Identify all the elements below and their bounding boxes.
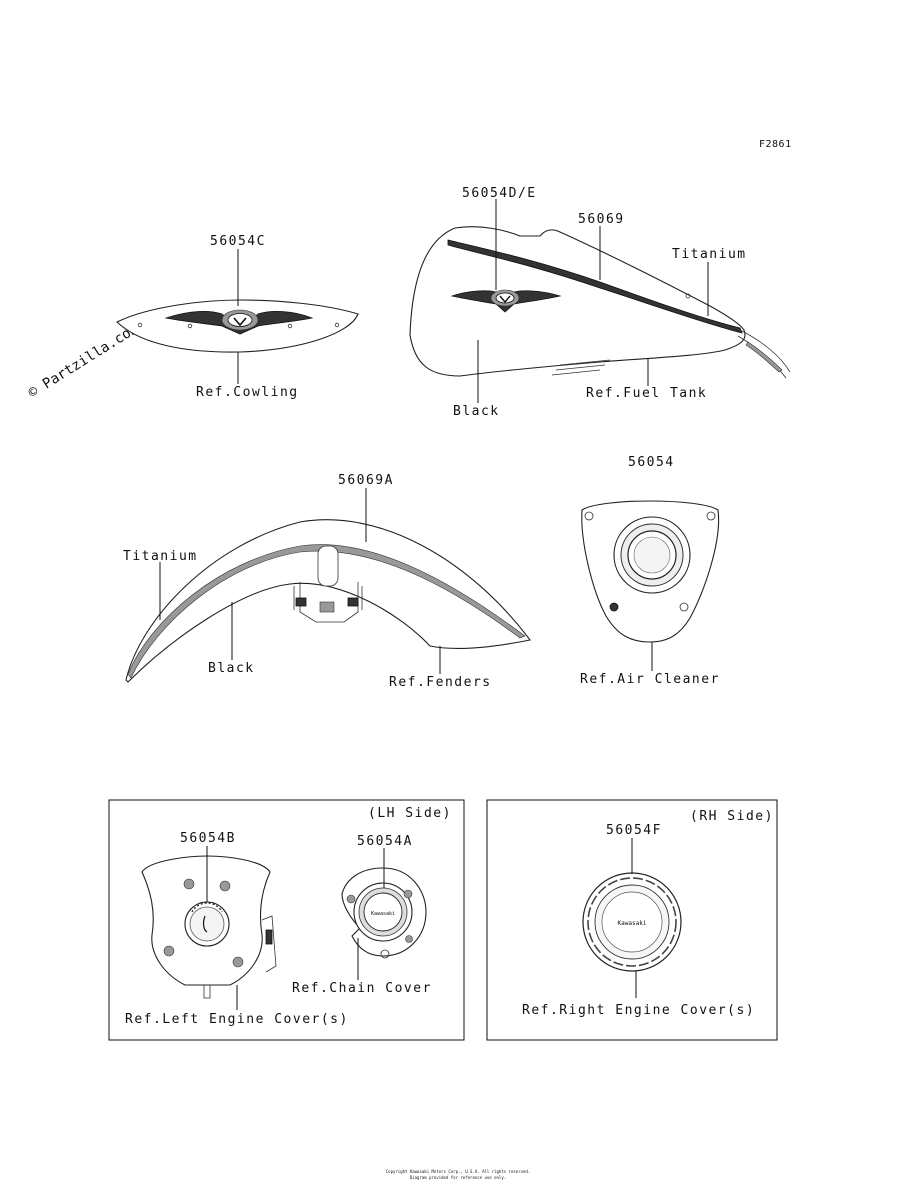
right-cover-ref-label: Ref.Right Engine Cover(s) bbox=[522, 1003, 755, 1018]
left-cover-ref-label: Ref.Left Engine Cover(s) bbox=[125, 1012, 349, 1027]
fender-ref-label: Ref.Fenders bbox=[389, 675, 492, 690]
air-cleaner-group: 56054 Ref.Air Cleaner bbox=[580, 455, 720, 687]
cowling-group: 56054C Ref.Cowling bbox=[116, 234, 359, 400]
footer-copyright-line-1: Copyright Kawasaki Motors Corp., U.S.A. … bbox=[386, 1169, 531, 1174]
tank-emblem-part-number: 56054D/E bbox=[462, 186, 537, 201]
rh-side-title: (RH Side) bbox=[690, 809, 774, 824]
tank-emblem bbox=[450, 289, 562, 313]
tank-ref-label: Ref.Fuel Tank bbox=[586, 386, 707, 401]
fender-titanium-label: Titanium bbox=[123, 549, 198, 564]
fender-part-number: 56069A bbox=[338, 473, 394, 488]
partzilla-watermark: © Partzilla.com bbox=[26, 321, 142, 402]
rh-side-box: (RH Side) Kawasaki 56054F Ref.Right Engi… bbox=[486, 799, 778, 1041]
chain-cover-part-number: 56054A bbox=[357, 834, 413, 849]
cowling-emblem bbox=[164, 309, 314, 335]
cowling-part-number: 56054C bbox=[210, 234, 266, 249]
fuel-tank-group: 56054D/E 56069 Titanium Black Ref.Fuel T… bbox=[409, 186, 791, 419]
tank-stripe bbox=[447, 239, 743, 334]
tank-titanium-label: Titanium bbox=[672, 247, 747, 262]
lh-side-title: (LH Side) bbox=[368, 806, 452, 821]
tank-black-label: Black bbox=[453, 404, 500, 419]
fender-shape bbox=[125, 519, 531, 683]
fuel-tank-shape bbox=[409, 226, 746, 377]
footer-copyright-line-2: Diagram provided for reference use only. bbox=[410, 1175, 506, 1180]
tank-stripe-part-number: 56069 bbox=[578, 212, 625, 227]
air-cleaner-ref-label: Ref.Air Cleaner bbox=[580, 672, 720, 687]
right-cover-part-number: 56054F bbox=[606, 823, 662, 838]
fender-black-label: Black bbox=[208, 661, 255, 676]
cowling-ref-label: Ref.Cowling bbox=[196, 385, 299, 400]
lh-side-box: (LH Side) 56054B Ref.Left Engine Cover(s… bbox=[108, 799, 465, 1041]
air-cleaner-part-number: 56054 bbox=[628, 455, 675, 470]
chain-cover-ref-label: Ref.Chain Cover bbox=[292, 981, 432, 996]
fender-group: 56069A Titanium Black Ref.Fenders bbox=[123, 473, 531, 690]
figure-code: F2861 bbox=[759, 139, 792, 150]
chain-cover-emblem-text: Kawasaki bbox=[371, 911, 395, 917]
left-cover-part-number: 56054B bbox=[180, 831, 236, 846]
fender-stripe bbox=[127, 544, 526, 679]
right-cover-emblem-text: Kawasaki bbox=[618, 920, 647, 927]
